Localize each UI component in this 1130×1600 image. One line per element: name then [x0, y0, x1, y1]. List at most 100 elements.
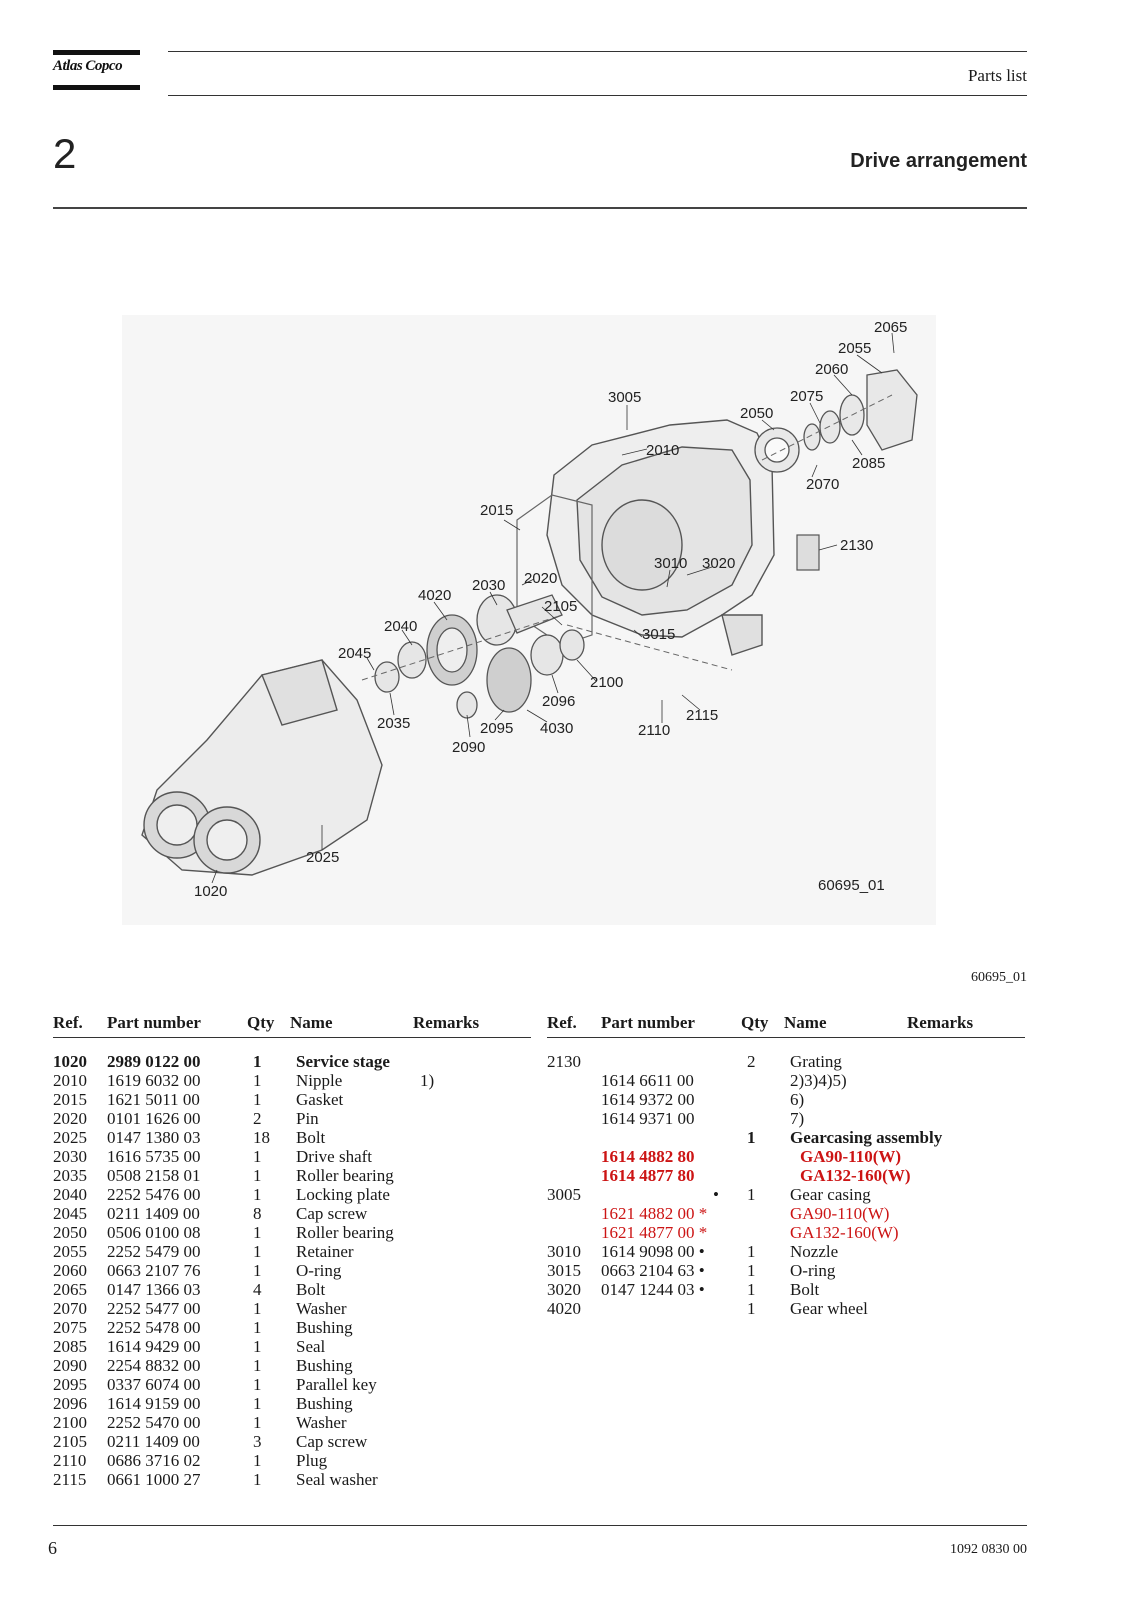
cell-ref: 2035: [53, 1166, 87, 1185]
cell-part-number: 2252 5476 00: [107, 1185, 201, 1204]
cell-ref: 3015: [547, 1261, 581, 1280]
cell-qty: 1: [253, 1052, 262, 1071]
callout-label: 2090: [452, 739, 485, 756]
cell-ref: 2010: [53, 1071, 87, 1090]
brand-logo: Atlas Copco: [53, 58, 123, 74]
cell-ref: 2050: [53, 1223, 87, 1242]
cell-name: Bolt: [296, 1128, 326, 1147]
cell-qty: 1: [253, 1356, 262, 1375]
cell-part-number: 2252 5479 00: [107, 1242, 201, 1261]
callout-label: 2050: [740, 405, 773, 422]
cell-ref: 2090: [53, 1356, 87, 1375]
cell-part-number: 1614 4882 80: [601, 1147, 695, 1166]
cell-part-number: 0337 6074 00: [107, 1375, 201, 1394]
cell-ref: 2020: [53, 1109, 87, 1128]
cell-part-number: 1621 5011 00: [107, 1090, 200, 1109]
callout-label: 4020: [418, 587, 451, 604]
cell-qty: 4: [253, 1280, 262, 1299]
cell-qty: 8: [253, 1204, 262, 1223]
callout-label: 2115: [686, 707, 718, 724]
cell-ref: 2110: [53, 1451, 87, 1470]
cell-qty: 1: [253, 1413, 262, 1432]
callout-label: 4030: [540, 720, 573, 737]
cell-name: 2)3)4)5): [790, 1071, 847, 1090]
callout-label: 2130: [840, 537, 873, 554]
cell-qty: 1: [253, 1318, 262, 1337]
cell-name: O-ring: [790, 1261, 836, 1280]
cell-qty: 18: [253, 1128, 270, 1147]
cell-qty: 1: [253, 1166, 262, 1185]
cell-part-number: 1614 9098 00 •: [601, 1242, 705, 1261]
table-row: 1621 4877 00 *GA132-160(W): [547, 1223, 1025, 1242]
cell-qty: 1: [747, 1299, 756, 1318]
header-rule-top: [168, 51, 1027, 52]
cell-part-number: 0101 1626 00: [107, 1109, 201, 1128]
callout-label: 3005: [608, 389, 641, 406]
table-row: 1621 4882 00 *GA90-110(W): [547, 1204, 1025, 1223]
cell-ref: 2060: [53, 1261, 87, 1280]
cell-ref: 2096: [53, 1394, 87, 1413]
cell-qty: 1: [747, 1261, 756, 1280]
cell-name: Gasket: [296, 1090, 344, 1109]
callout-label: 2030: [472, 577, 505, 594]
callout-label: 2070: [806, 476, 839, 493]
cell-name: Roller bearing: [296, 1223, 394, 1242]
cell-ref: 2030: [53, 1147, 87, 1166]
cell-part-number: 0663 2104 63 •: [601, 1261, 705, 1280]
callout-label: 2010: [646, 442, 679, 459]
cell-name: Parallel key: [296, 1375, 377, 1394]
cell-ref: 2015: [53, 1090, 87, 1109]
table-row: 1614 4882 80 GA90-110(W): [547, 1147, 1025, 1166]
cell-name: GA90-110(W): [790, 1204, 890, 1223]
cell-part-number: 2989 0122 00: [107, 1052, 201, 1071]
cell-ref: 2095: [53, 1375, 87, 1394]
cell-qty: 1: [253, 1470, 262, 1489]
cell-ref: 2045: [53, 1204, 87, 1223]
cell-name: Plug: [296, 1451, 328, 1470]
cell-name: Bolt: [790, 1280, 820, 1299]
table-row: 1020 2989 0122 00 1 Service stage: [53, 1052, 531, 1071]
cell-qty: 1: [253, 1394, 262, 1413]
cell-ref: 1020: [53, 1052, 87, 1071]
cell-part-number: •: [713, 1185, 719, 1204]
cell-name: 6): [790, 1090, 805, 1109]
section-title: Drive arrangement: [850, 150, 1027, 172]
cell-name: Seal: [296, 1337, 326, 1356]
header-remarks: Remarks: [907, 1013, 974, 1032]
cell-name: Service stage: [296, 1052, 390, 1071]
cell-part-number: 0147 1244 03 •: [601, 1280, 705, 1299]
callout-label: 2040: [384, 618, 417, 635]
grating-drawing: [796, 534, 820, 571]
callout-labels: 2065 2055 2060 2075 2050 3005 2010 2085 …: [194, 319, 907, 900]
callout-label: 2020: [524, 570, 557, 587]
cell-part-number: 0661 1000 27: [107, 1470, 201, 1489]
cell-part-number: 1614 6611 00: [601, 1071, 694, 1090]
callout-label: 2105: [544, 598, 577, 615]
cell-name: Nozzle: [790, 1242, 839, 1261]
gear-train-drawing: [374, 594, 585, 719]
cell-ref: 2040: [53, 1185, 87, 1204]
cell-name: 7): [790, 1109, 805, 1128]
callout-label: 3020: [702, 555, 735, 572]
bearing-set-drawing: [754, 369, 918, 473]
callout-label: 2110: [638, 722, 670, 739]
cell-qty: 1: [253, 1223, 262, 1242]
cell-part-number: 2254 8832 00: [107, 1356, 201, 1375]
cell-remarks: 1): [420, 1071, 435, 1090]
cell-name: GA90-110(W): [800, 1147, 902, 1166]
